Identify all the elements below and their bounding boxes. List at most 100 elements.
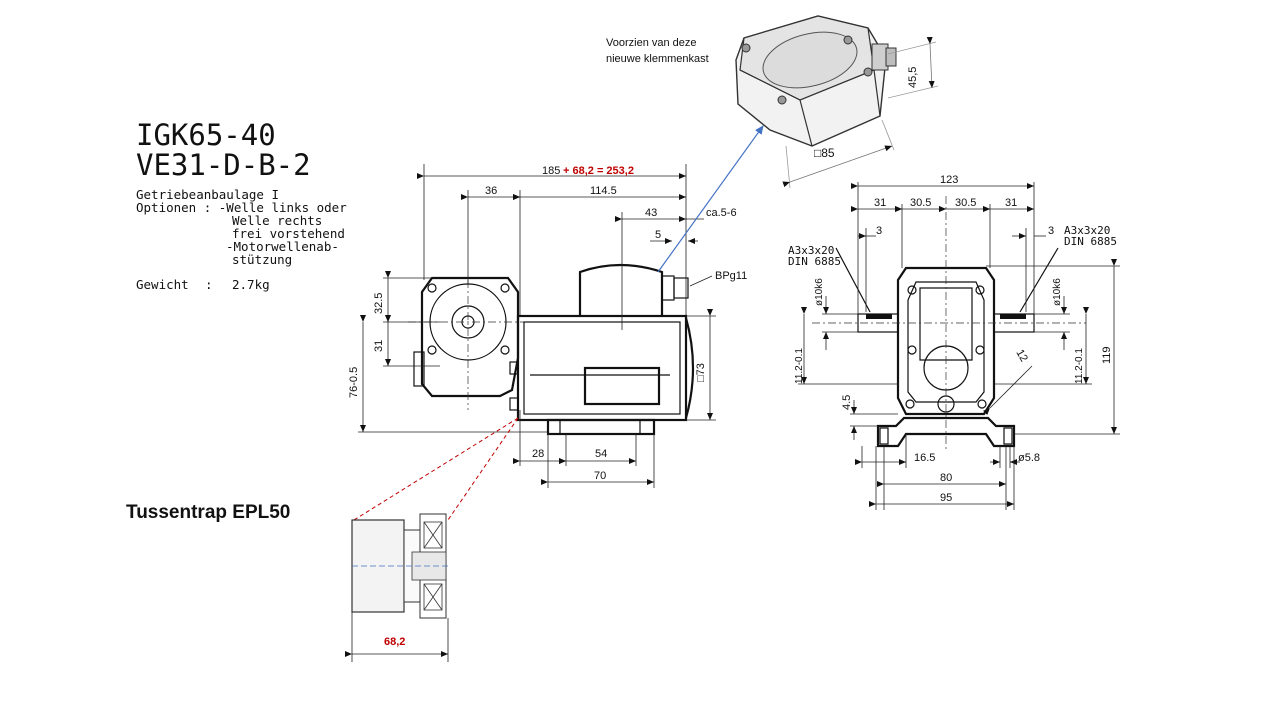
dim-31: 31 [373, 340, 385, 352]
dim-112b: 11.2-0.1 [1074, 348, 1085, 384]
stage-body [351, 519, 405, 613]
weight-separator: : [205, 277, 213, 292]
side-view: 185 + 68,2 = 253,2 36 114.5 43 ca.5-6 5 … [348, 164, 747, 488]
front-housing-inner [907, 281, 985, 403]
dim-73: □73 [695, 363, 707, 382]
bearing-top [423, 521, 443, 549]
dim-70: 70 [594, 470, 606, 482]
screw-icon [741, 43, 751, 53]
stage-label: Tussentrap EPL50 [126, 502, 290, 523]
callout-text-2: nieuwe klemmenkast [606, 53, 709, 65]
dim-31a: 31 [874, 197, 886, 209]
dim-line-85 [782, 145, 893, 188]
dim-185-value: 185 [542, 165, 560, 177]
terminal-box [578, 263, 664, 316]
dim-31b: 31 [1005, 197, 1017, 209]
leader-bpg [689, 275, 713, 287]
screw-icon [427, 345, 437, 355]
dim-43: 43 [645, 207, 657, 219]
screw-icon [905, 399, 915, 409]
dim-119: 119 [1101, 346, 1113, 364]
gland-label: BPg11 [715, 270, 747, 282]
variant-title: VE31-D-B-2 [136, 148, 311, 182]
dim-line-455 [926, 36, 935, 89]
dim-ca: ca.5-6 [706, 207, 737, 219]
dim-305a: 30.5 [910, 197, 931, 209]
dim-54: 54 [595, 448, 607, 460]
dim-123: 123 [940, 174, 958, 186]
dim-10a: ø10k6 [814, 278, 825, 306]
dim-325: 32.5 [373, 293, 385, 314]
key-left-line2: DIN 6885 [788, 255, 841, 268]
key-left-line1: A3x3x20 [788, 244, 834, 257]
dim-76: 76-0.5 [348, 367, 360, 398]
dim-253-extension: + 68,2 = 253,2 [563, 165, 634, 177]
screw-icon [863, 67, 873, 77]
motor-stud [509, 361, 519, 375]
dim-112a: 11.2-0.1 [794, 348, 805, 384]
screw-icon [977, 399, 987, 409]
lid-dome [762, 31, 858, 89]
callout-text-1: Voorzien van deze [606, 37, 697, 49]
dim-36: 36 [485, 185, 497, 197]
cable-gland-3d-nut [885, 47, 897, 67]
gearbox-housing [420, 276, 520, 398]
dim-ext [881, 119, 895, 151]
key-right-line2: DIN 6885 [1064, 235, 1117, 248]
dim-58: ø5.8 [1018, 452, 1040, 464]
spec-line-5: -Motorwellenab- [226, 239, 339, 254]
mount-hole [879, 427, 889, 445]
terminal-box-callout: Voorzien van deze nieuwe klemmenkast 45,… [606, 15, 939, 273]
dim-10b: ø10k6 [1052, 278, 1063, 306]
pointer-arrow [657, 125, 764, 273]
leader-key-left [835, 247, 871, 313]
motor-endcap [684, 317, 695, 419]
motor-foot [546, 418, 656, 436]
front-plate [919, 287, 973, 361]
screw-icon [975, 345, 985, 355]
dim-45: 4.5 [841, 395, 853, 410]
screw-icon [427, 283, 437, 293]
dim-ext [887, 85, 939, 99]
screw-icon [975, 285, 985, 295]
dim-114: 114.5 [590, 185, 617, 197]
dim-5: 5 [655, 229, 661, 241]
bearing-cross [423, 583, 443, 611]
title-block: IGK65-40 VE31-D-B-2 Getriebeanbaulage I … [136, 118, 347, 292]
key-right-line1: A3x3x20 [1064, 224, 1110, 237]
spec-line-3: Welle rechts [232, 213, 322, 228]
bearing-bottom [423, 583, 443, 611]
screw-icon [500, 283, 510, 293]
spec-line-6: stützung [232, 252, 292, 267]
dim-85: □85 [814, 146, 835, 160]
dim-28: 28 [532, 448, 544, 460]
weight-value: 2.7kg [232, 277, 270, 292]
left-key [866, 314, 892, 319]
right-key [1000, 314, 1026, 319]
screw-icon [500, 345, 510, 355]
screw-icon [843, 35, 853, 45]
screw-icon [907, 345, 917, 355]
screw-icon [907, 285, 917, 295]
cable-gland-nut [673, 277, 689, 299]
motor-inner-edge [523, 321, 681, 415]
dim-80: 80 [940, 472, 952, 484]
spec-line-2: Optionen : -Welle links oder [136, 200, 347, 215]
dim-12: 12 [1013, 348, 1030, 365]
model-title: IGK65-40 [136, 118, 276, 152]
weight-label: Gewicht [136, 277, 189, 292]
stage-width: 68,2 [384, 636, 405, 648]
intermediate-stage: Tussentrap EPL50 68,2 [126, 417, 519, 662]
dim-165: 16.5 [914, 452, 935, 464]
dim-305b: 30.5 [955, 197, 976, 209]
mount-hole [1003, 427, 1013, 445]
dim-3a: 3 [876, 225, 882, 237]
cable-gland [661, 275, 675, 301]
dim-95: 95 [940, 492, 952, 504]
spec-line-4: frei vorstehend [232, 226, 345, 241]
leader-r12 [982, 365, 1033, 416]
zoom-line [353, 417, 519, 521]
gearbox-foot [413, 351, 425, 387]
motor-stud [509, 397, 519, 411]
dim-3b: 3 [1048, 225, 1054, 237]
